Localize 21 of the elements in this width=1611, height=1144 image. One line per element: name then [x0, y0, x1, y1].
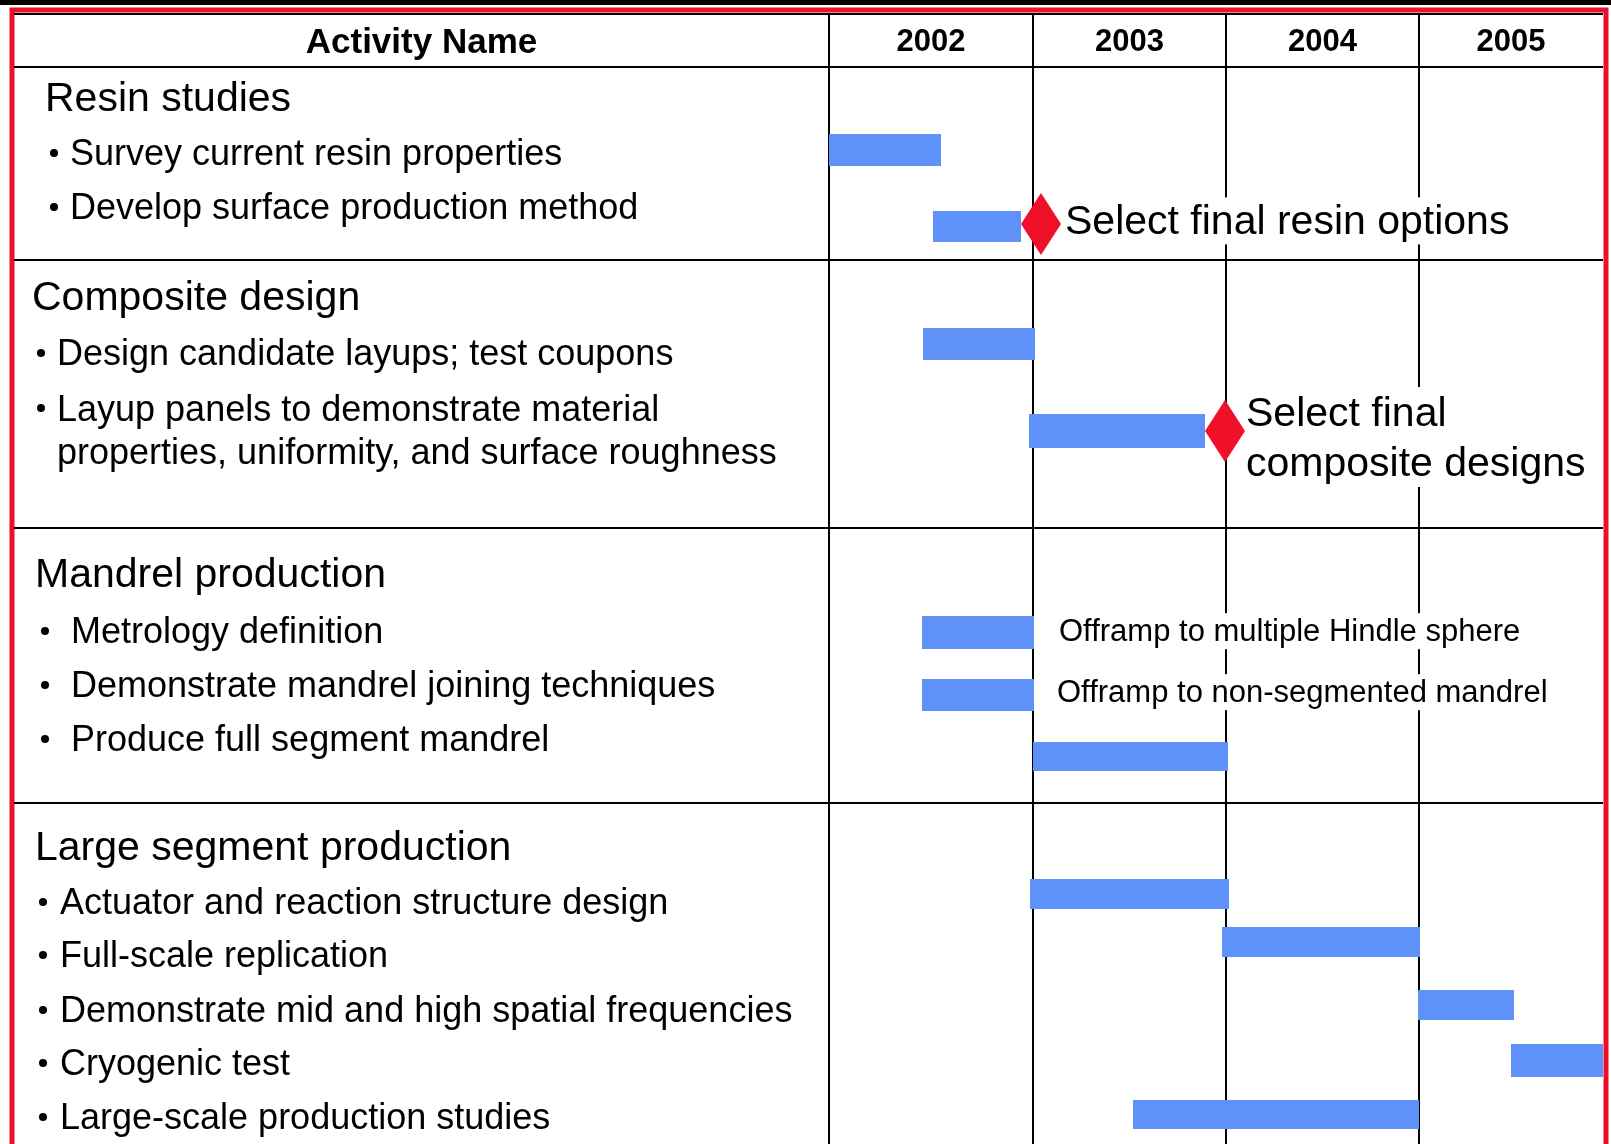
task-bar: [1222, 927, 1420, 957]
year-header: 2005: [1475, 23, 1547, 59]
task-bar: [933, 211, 1021, 242]
task-bar: [1029, 414, 1205, 448]
task-bar: [1133, 1100, 1419, 1129]
task-bar: [1511, 1044, 1603, 1077]
offramp-note: Offramp to multiple Hindle sphere: [1059, 613, 1521, 649]
task-bar: [922, 679, 1034, 711]
task-bar: [922, 616, 1034, 649]
offramp-note: Offramp to non-segmented mandrel: [1057, 674, 1548, 710]
task-bar: [923, 328, 1035, 360]
year-header: 2004: [1287, 23, 1358, 59]
column-header: Activity Name: [304, 20, 539, 62]
milestone-label: Select final resin options: [1065, 197, 1510, 245]
year-header: 2003: [1094, 23, 1165, 59]
task-bar: [1030, 879, 1229, 909]
task-bar: [829, 134, 941, 166]
milestone-diamond: [1021, 193, 1061, 255]
task-bar: [1033, 742, 1228, 771]
year-header: 2002: [895, 23, 967, 59]
task-bar: [1418, 990, 1514, 1020]
